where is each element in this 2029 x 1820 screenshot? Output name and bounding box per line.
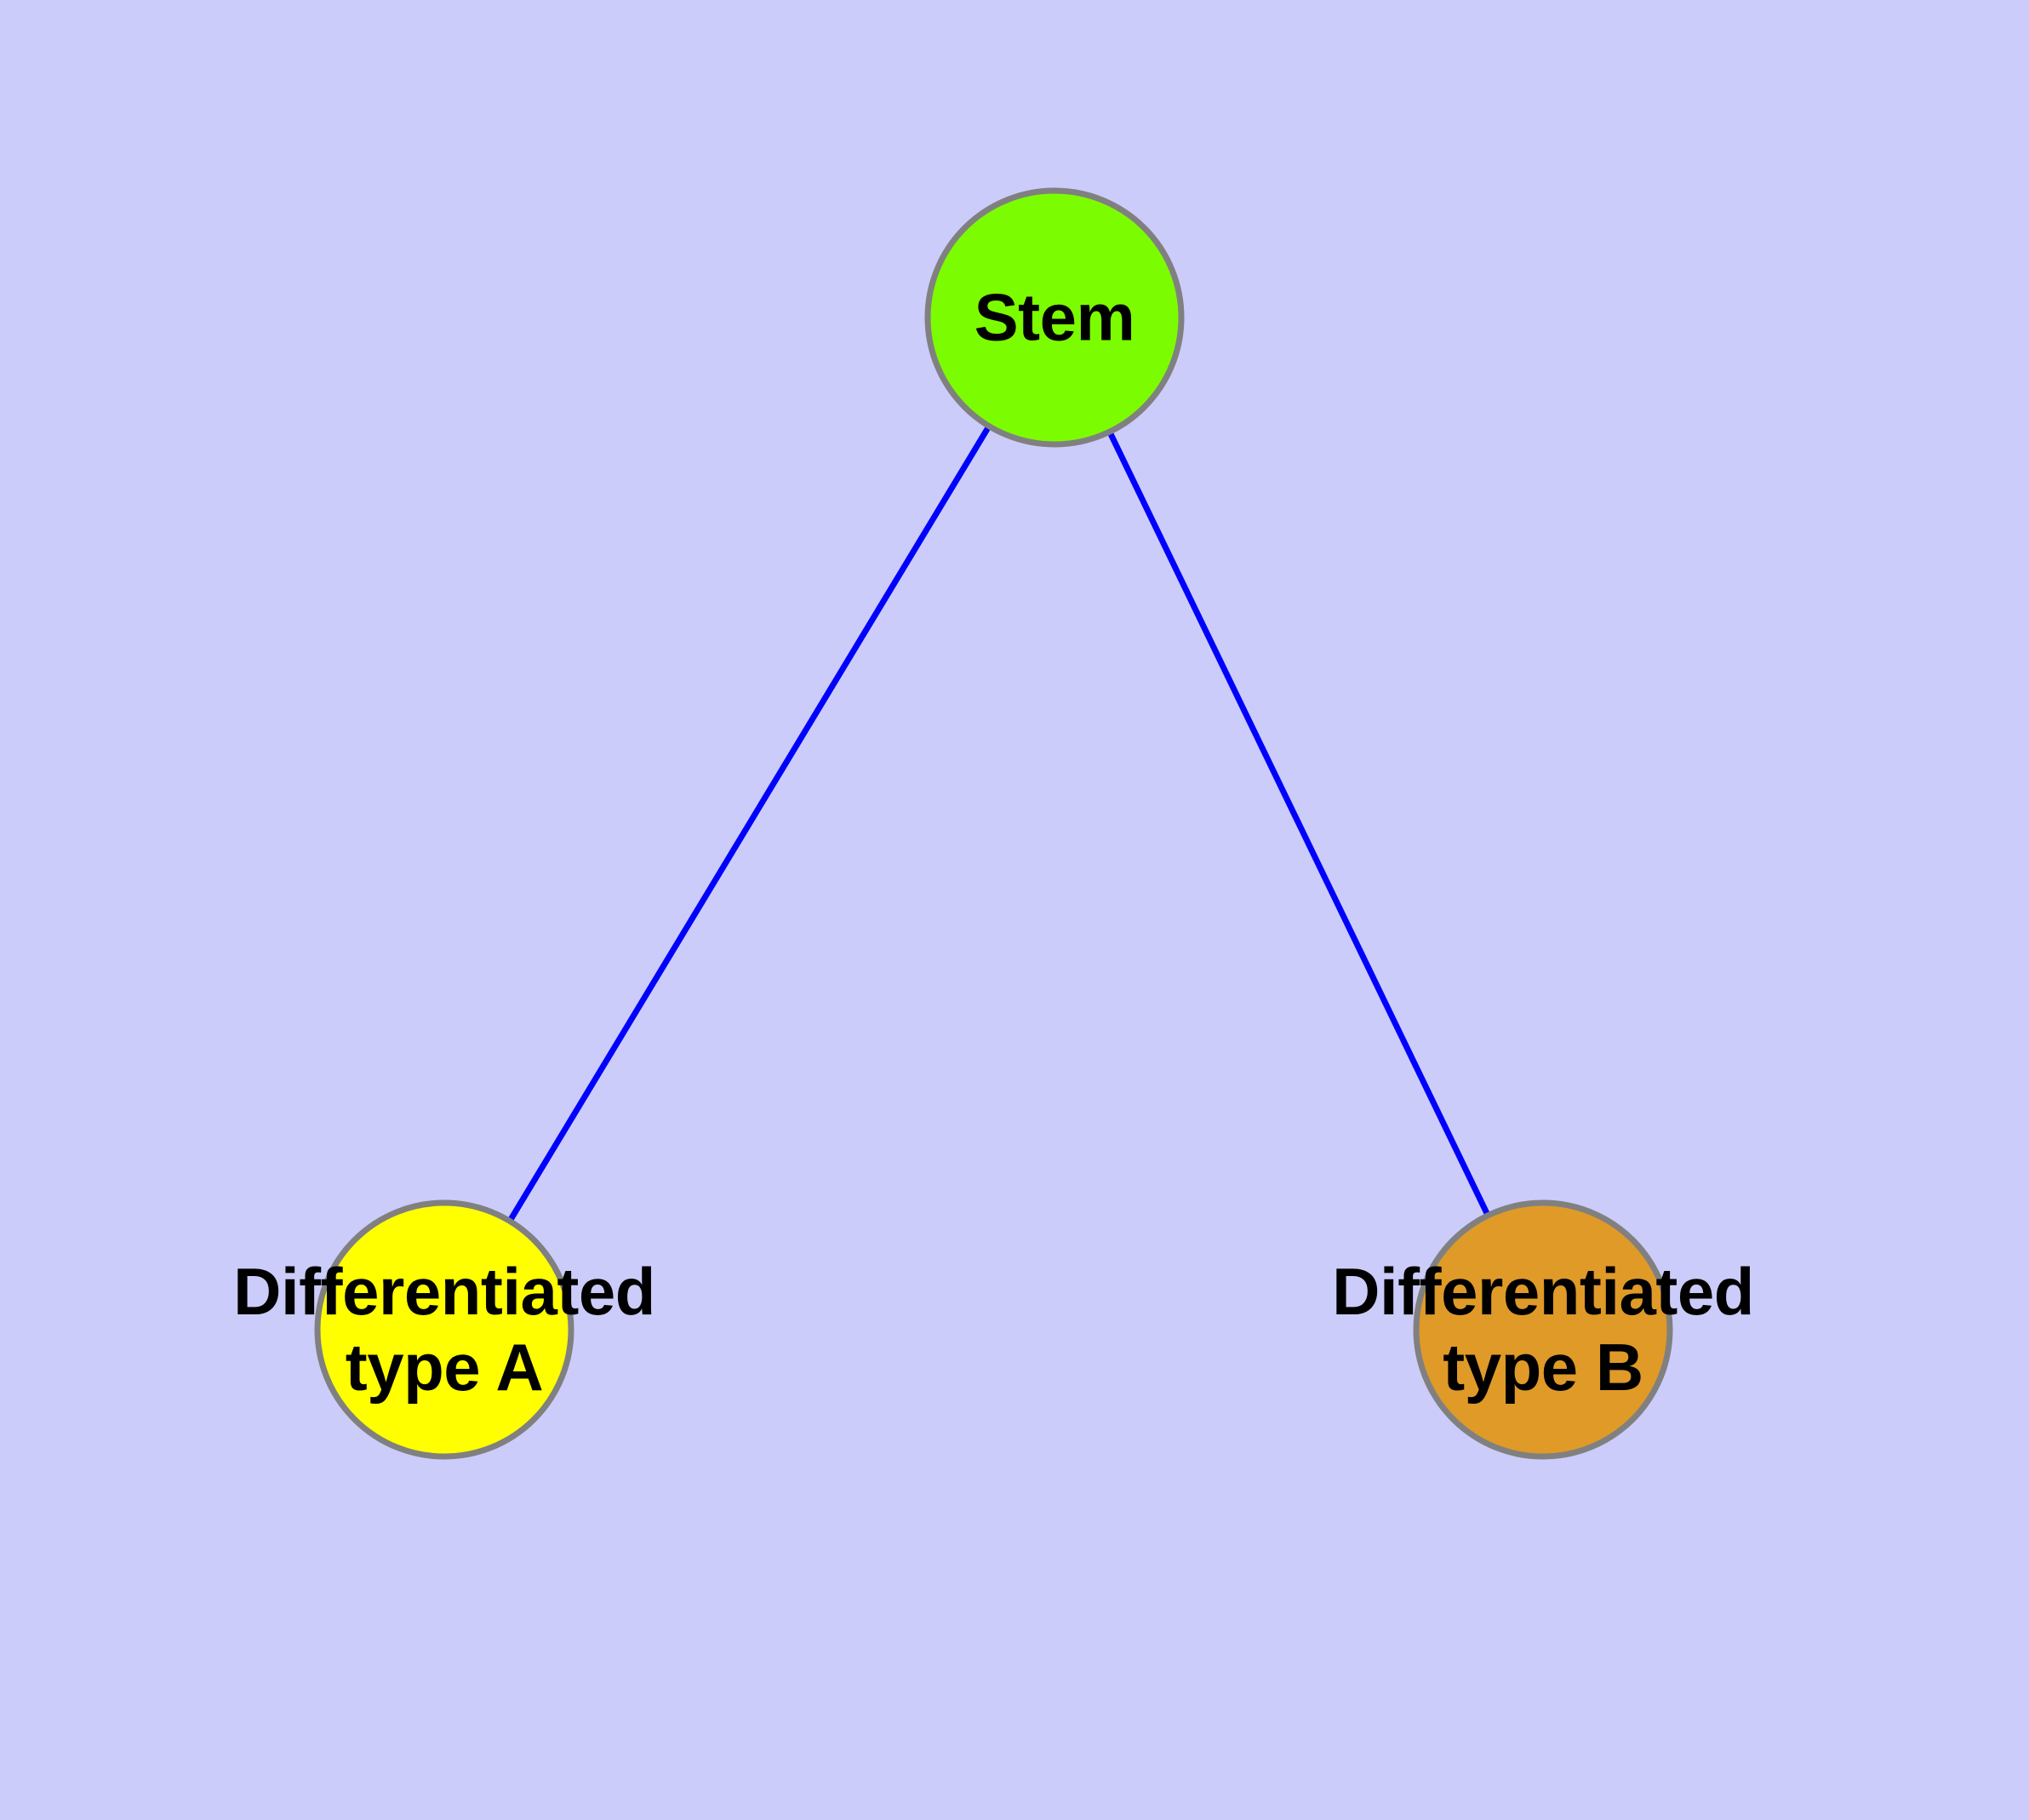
edge-layer xyxy=(508,426,1490,1222)
node-circle-diff_a[interactable] xyxy=(314,1199,574,1460)
edge-stem-diff-b[interactable] xyxy=(1107,432,1490,1216)
node-layer xyxy=(314,187,1673,1460)
edge-stem-diff-a[interactable] xyxy=(508,426,991,1222)
node-circle-diff_b[interactable] xyxy=(1413,1199,1673,1460)
node-circle-stem[interactable] xyxy=(924,187,1185,448)
